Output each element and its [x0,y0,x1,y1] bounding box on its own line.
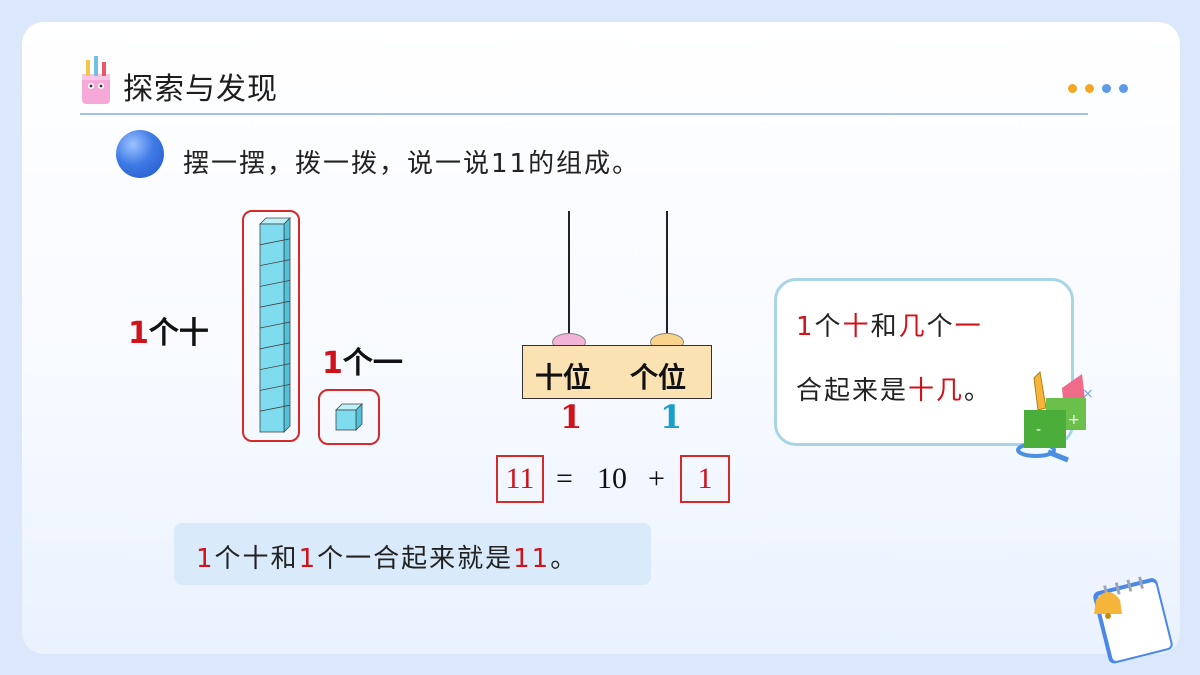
equation-addend-box: 1 [680,455,730,503]
rule-num: 1 [796,312,815,342]
addend-ten: 10 [597,462,627,495]
ones-digit: 1 [660,398,683,436]
pencil-holder-icon [82,56,110,104]
dot [1119,84,1128,93]
rule-text: 个 [814,312,843,342]
tens-digit: 1 [560,398,583,436]
ones-rod [666,211,668,339]
rule-text: 个 [926,312,955,342]
math-tools-icon: - + × [1016,370,1094,463]
rule-text: 合起来是 [796,376,909,406]
ten-unit: 个十 [148,316,209,351]
summary-text: 1个十和1个一合起来就是11。 [196,538,578,575]
unit-cube-icon [335,403,363,431]
dot [1068,84,1077,93]
unit-cube-frame [318,389,380,445]
ten-label: 1个十 [128,308,209,352]
header-divider [80,113,1088,115]
place-value-board [522,345,712,399]
bell-notepad-icon [1093,576,1173,664]
equals-sign: = [556,462,573,495]
blue-ball-icon [116,130,164,178]
rule-ten: 十 [842,312,871,342]
svg-text:-: - [1036,422,1041,438]
rule-teens: 十几 [908,376,965,406]
summary-part: 个十和 [214,544,299,574]
rule-few: 几 [898,312,927,342]
svg-text:+: + [1068,412,1080,428]
ten-rod-frame [242,210,300,442]
equation-result-box: 11 [496,455,544,503]
page-title: 探索与发现 [123,72,278,107]
one-unit: 个一 [342,346,403,381]
summary-num: 1 [298,544,318,574]
summary-period: 。 [550,544,579,574]
rule-line-1: 1个十和几个一 [796,306,983,343]
rule-period: 。 [964,376,993,406]
summary-box [174,523,651,585]
summary-num: 1 [196,544,215,574]
prompt-text: 摆一摆，拨一拨，说一说11的组成。 [183,149,641,179]
one-count: 1 [322,346,343,381]
one-label: 1个一 [322,338,403,382]
rule-one: 一 [954,312,983,342]
summary-part: 个一合起来就是 [317,544,514,574]
svg-text:×: × [1082,386,1094,402]
ten-count: 1 [128,316,149,351]
decor-dots [1068,84,1128,93]
summary-result: 11 [513,544,551,574]
dot [1102,84,1111,93]
ones-place-label: 个位 [630,361,687,394]
tens-rod [568,211,570,339]
tens-place-label: 十位 [535,361,592,394]
ten-rod-icon [259,217,291,433]
rule-line-2: 合起来是十几。 [796,370,992,407]
dot [1085,84,1094,93]
rule-and: 和 [870,312,899,342]
plus-sign: + [648,462,665,495]
